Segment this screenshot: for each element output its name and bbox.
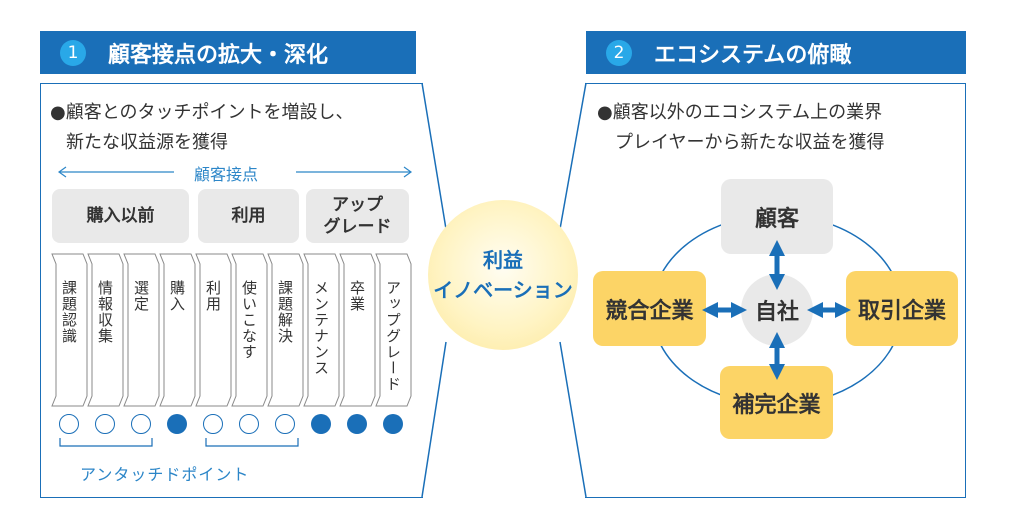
stage-upgrade-line1: アップ	[332, 195, 383, 215]
stage-use-label: 利用	[231, 206, 266, 226]
step-label: メンテナンス	[312, 280, 330, 376]
stage-upgrade-line2: グレード	[323, 217, 392, 237]
step-label: アップグレード	[384, 280, 402, 392]
step-shape	[195, 253, 232, 407]
step-item: 購入	[162, 254, 193, 406]
touchpoint-dot	[383, 414, 403, 434]
step-shape	[231, 253, 268, 407]
step-label: 使いこなす	[240, 280, 258, 360]
node-trading-partner: 取引企業	[846, 271, 958, 346]
step-label: 利用	[204, 280, 222, 312]
step-shape	[159, 253, 196, 407]
step-label: 課題認識	[60, 280, 78, 344]
step-item: 卒業	[342, 254, 373, 406]
touchpoint-arrow	[57, 166, 413, 178]
untouched-dot	[239, 414, 259, 434]
step-label: 購入	[168, 280, 186, 312]
untouch-brackets	[59, 438, 299, 447]
step-label: 選定	[132, 280, 150, 312]
right-bullet-line1: 顧客以外のエコシステム上の業界	[612, 102, 883, 123]
untouched-dot	[203, 414, 223, 434]
left-connector-top	[421, 82, 447, 230]
right-bullet-mark: ●	[597, 102, 613, 123]
untouched-dot	[95, 414, 115, 434]
stage-pre-purchase: 購入以前	[52, 189, 189, 243]
step-label: 卒業	[348, 280, 366, 312]
step-shape	[87, 253, 124, 407]
untouch-label: アンタッチドポイント	[80, 465, 250, 484]
touchpoint-dot	[167, 414, 187, 434]
touchpoint-dot	[311, 414, 331, 434]
untouched-dot	[131, 414, 151, 434]
stage-upgrade: アップ グレード	[306, 189, 409, 243]
right-connector-top	[559, 82, 587, 230]
node-competitor: 競合企業	[593, 271, 706, 346]
steps-layer	[51, 253, 412, 407]
left-header-title: 顧客接点の拡大・深化	[108, 42, 329, 68]
step-shape	[51, 253, 88, 407]
stage-pre-purchase-label: 購入以前	[86, 206, 155, 226]
right-bullet: ●顧客以外のエコシステム上の業界 プレイヤーから新たな収益を獲得	[597, 98, 884, 158]
untouched-dot	[59, 414, 79, 434]
step-item: メンテナンス	[306, 254, 337, 406]
step-item: 選定	[126, 254, 157, 406]
step-item: 課題認識	[54, 254, 85, 406]
center-line1: 利益	[482, 248, 523, 272]
step-shape	[303, 253, 340, 407]
step-item: 情報収集	[90, 254, 121, 406]
step-item: 課題解決	[270, 254, 301, 406]
step-item: アップグレード	[378, 254, 409, 406]
profit-innovation-circle: 利益 イノベーション	[428, 200, 578, 350]
right-panel	[585, 83, 966, 498]
step-item: 利用	[198, 254, 229, 406]
right-header-number: 2	[606, 39, 632, 66]
left-header: 1 顧客接点の拡大・深化	[40, 31, 416, 74]
step-label: 課題解決	[276, 280, 294, 344]
left-bullet-line1: 顧客とのタッチポイントを増設し、	[65, 102, 354, 123]
right-connector-bottom	[559, 341, 587, 498]
step-shape	[375, 253, 412, 407]
left-bullet-line2: 新たな収益源を獲得	[66, 132, 228, 153]
left-connector-bottom	[421, 341, 447, 498]
center-line2: イノベーション	[433, 278, 573, 302]
step-shape	[267, 253, 304, 407]
untouched-dot	[275, 414, 295, 434]
left-header-number: 1	[60, 39, 86, 66]
step-item: 使いこなす	[234, 254, 265, 406]
touchpoint-dot	[347, 414, 367, 434]
left-bullet: ●顧客とのタッチポイントを増設し、 新たな収益源を獲得	[50, 98, 354, 158]
right-bullet-line2: プレイヤーから新たな収益を獲得	[615, 132, 885, 153]
right-header: 2 エコシステムの俯瞰	[586, 31, 966, 74]
step-shape	[339, 253, 376, 407]
left-bullet-mark: ●	[50, 102, 66, 123]
right-header-title: エコシステムの俯瞰	[654, 42, 852, 68]
step-label: 情報収集	[96, 280, 114, 344]
node-customer: 顧客	[721, 179, 833, 254]
stage-use: 利用	[198, 189, 299, 243]
step-shape	[123, 253, 160, 407]
left-panel	[40, 83, 423, 498]
touchpoint-label: 顧客接点	[193, 165, 258, 184]
